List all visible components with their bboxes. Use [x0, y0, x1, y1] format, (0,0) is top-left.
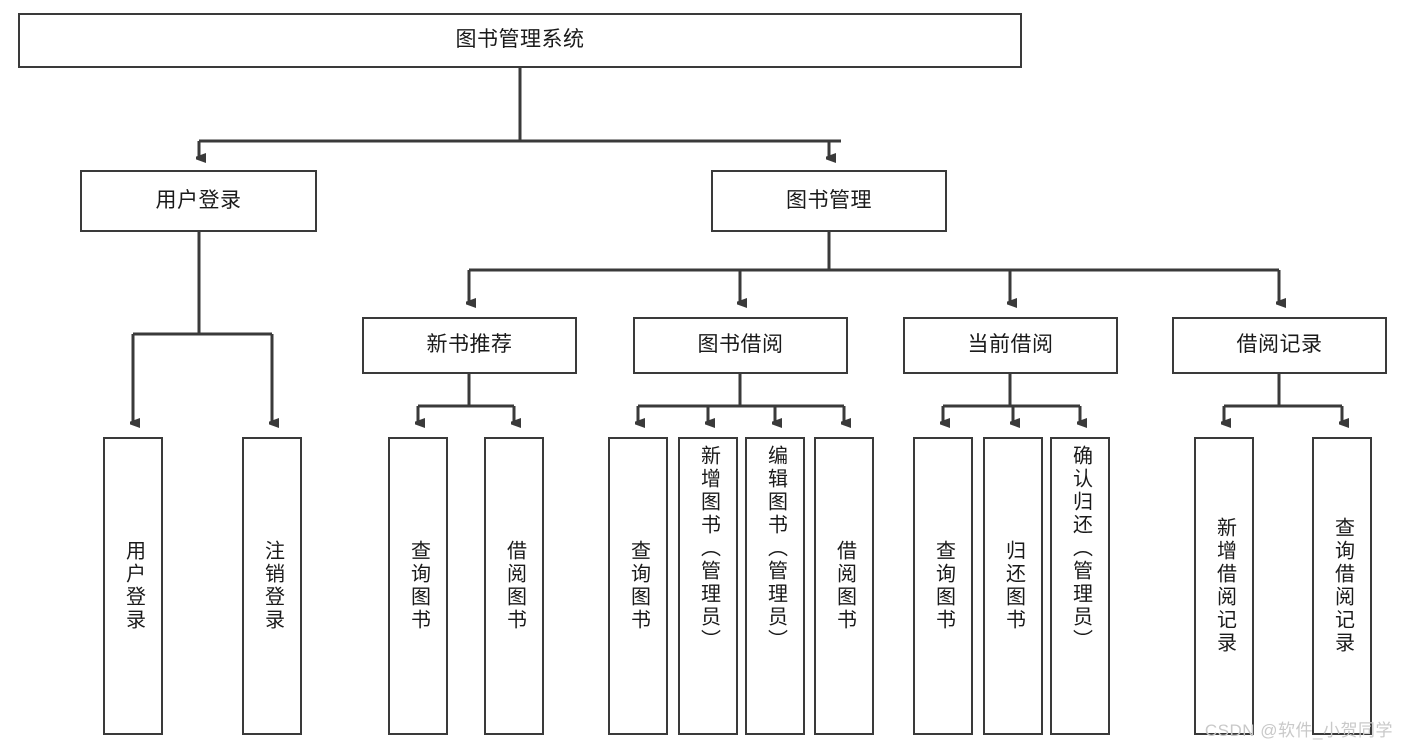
- node-leaf-user-login[interactable]: 用户登录: [103, 437, 163, 735]
- node-leaf-user-login-label: 用户登录: [122, 540, 145, 632]
- node-leaf-edit-book-admin[interactable]: 编辑图书（管理员）: [745, 437, 805, 735]
- node-leaf-confirm-return-admin-label: 确认归还（管理员）: [1069, 445, 1092, 652]
- node-leaf-query-book-borrow-label: 查询图书: [627, 540, 650, 632]
- node-leaf-borrow-book-new-label: 借阅图书: [503, 540, 526, 632]
- node-leaf-add-borrow-record-label: 新增借阅记录: [1213, 517, 1236, 655]
- node-leaf-query-book-new[interactable]: 查询图书: [388, 437, 448, 735]
- node-leaf-borrow-book-label: 借阅图书: [833, 540, 856, 632]
- node-new-book-recommend[interactable]: 新书推荐: [362, 317, 577, 374]
- node-leaf-edit-book-admin-label: 编辑图书（管理员）: [764, 445, 787, 652]
- node-user-login[interactable]: 用户登录: [80, 170, 317, 232]
- node-current-borrow-label: 当前借阅: [967, 333, 1054, 357]
- node-leaf-query-borrow-record-label: 查询借阅记录: [1331, 517, 1354, 655]
- node-book-management[interactable]: 图书管理: [711, 170, 947, 232]
- node-leaf-query-borrow-record[interactable]: 查询借阅记录: [1312, 437, 1372, 735]
- node-book-borrow[interactable]: 图书借阅: [633, 317, 848, 374]
- node-leaf-return-book[interactable]: 归还图书: [983, 437, 1043, 735]
- node-leaf-add-book-admin-label: 新增图书（管理员）: [697, 445, 720, 652]
- node-leaf-add-book-admin[interactable]: 新增图书（管理员）: [678, 437, 738, 735]
- node-leaf-add-borrow-record[interactable]: 新增借阅记录: [1194, 437, 1254, 735]
- node-new-book-recommend-label: 新书推荐: [426, 333, 513, 357]
- node-leaf-borrow-book[interactable]: 借阅图书: [814, 437, 874, 735]
- node-borrow-record-label: 借阅记录: [1236, 333, 1323, 357]
- node-leaf-borrow-book-new[interactable]: 借阅图书: [484, 437, 544, 735]
- node-leaf-return-book-label: 归还图书: [1002, 540, 1025, 632]
- node-user-login-label: 用户登录: [155, 188, 242, 212]
- node-current-borrow[interactable]: 当前借阅: [903, 317, 1118, 374]
- node-book-borrow-label: 图书借阅: [697, 333, 784, 357]
- node-book-management-label: 图书管理: [786, 188, 872, 212]
- node-borrow-record[interactable]: 借阅记录: [1172, 317, 1387, 374]
- node-root-label: 图书管理系统: [455, 28, 585, 52]
- node-leaf-query-book-current[interactable]: 查询图书: [913, 437, 973, 735]
- node-leaf-user-logout[interactable]: 注销登录: [242, 437, 302, 735]
- node-root[interactable]: 图书管理系统: [18, 13, 1022, 68]
- node-leaf-query-book-current-label: 查询图书: [932, 540, 955, 632]
- csdn-watermark: CSDN @软件_小贺同学: [1204, 721, 1393, 740]
- node-leaf-query-book-new-label: 查询图书: [407, 540, 430, 632]
- node-leaf-user-logout-label: 注销登录: [261, 540, 284, 632]
- node-leaf-query-book-borrow[interactable]: 查询图书: [608, 437, 668, 735]
- node-leaf-confirm-return-admin[interactable]: 确认归还（管理员）: [1050, 437, 1110, 735]
